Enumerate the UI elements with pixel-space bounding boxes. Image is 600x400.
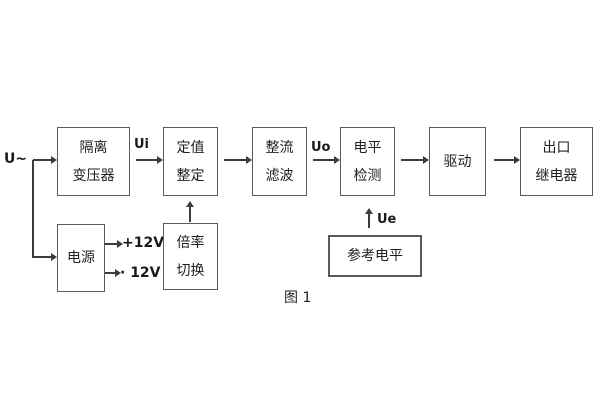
minus12v-label: · 12V — [120, 265, 161, 281]
block-ratio-switching-line1: 倍率 — [176, 234, 205, 251]
block-value-setting-line1: 定值 — [176, 139, 205, 156]
block-rectifier-filter-line1: 整流 — [265, 139, 294, 156]
block-power-supply: 电源 — [57, 224, 105, 292]
block-ratio-switching-line2: 切换 — [176, 262, 205, 279]
block-level-detection-line2: 检测 — [353, 167, 382, 184]
block-output-relay-line1: 出口 — [542, 139, 571, 156]
block-drive: 驱动 — [429, 127, 486, 196]
block-isolation-transformer-line2: 变压器 — [72, 167, 115, 184]
block-value-setting: 定值 整定 — [163, 127, 218, 196]
arrow-transformer-to-setting-icon — [136, 156, 163, 164]
figure-caption: 图 1 — [284, 290, 312, 306]
arrow-power-minus12v-icon — [105, 269, 121, 277]
ue-signal-label: Ue — [377, 212, 397, 227]
block-ratio-switching: 倍率 切换 — [163, 223, 218, 290]
block-level-detection: 电平 检测 — [340, 127, 395, 196]
uo-signal-label: Uo — [311, 140, 331, 155]
block-output-relay-line2: 继电器 — [535, 167, 578, 184]
block-power-supply-label: 电源 — [67, 250, 95, 266]
block-drive-label: 驱动 — [443, 153, 472, 170]
arrow-setting-to-rectifier-icon — [224, 156, 252, 164]
arrow-rectifier-to-level-icon — [313, 156, 340, 164]
block-rectifier-filter: 整流 滤波 — [252, 127, 307, 196]
input-voltage-label: U~ — [4, 151, 28, 167]
block-isolation-transformer-line1: 隔离 — [79, 139, 108, 156]
arrow-ratio-to-setting-icon — [186, 201, 194, 222]
block-value-setting-line2: 整定 — [176, 167, 205, 184]
arrow-reference-to-level-icon — [365, 208, 373, 228]
block-level-detection-line1: 电平 — [353, 139, 382, 156]
block-reference-level-label: 参考电平 — [347, 248, 403, 264]
block-rectifier-filter-line2: 滤波 — [265, 167, 294, 184]
arrow-input-to-transformer-icon — [33, 156, 57, 164]
ui-signal-label: Ui — [134, 137, 150, 152]
block-output-relay: 出口 继电器 — [520, 127, 593, 196]
plus12v-label: +12V — [122, 235, 165, 251]
block-reference-level: 参考电平 — [328, 235, 422, 277]
block-isolation-transformer: 隔离 变压器 — [57, 127, 130, 196]
input-branch-line — [32, 160, 34, 258]
arrow-drive-to-relay-icon — [494, 156, 520, 164]
arrow-input-to-power-icon — [33, 253, 57, 261]
arrow-level-to-drive-icon — [401, 156, 429, 164]
arrow-power-plus12v-icon — [105, 240, 123, 248]
